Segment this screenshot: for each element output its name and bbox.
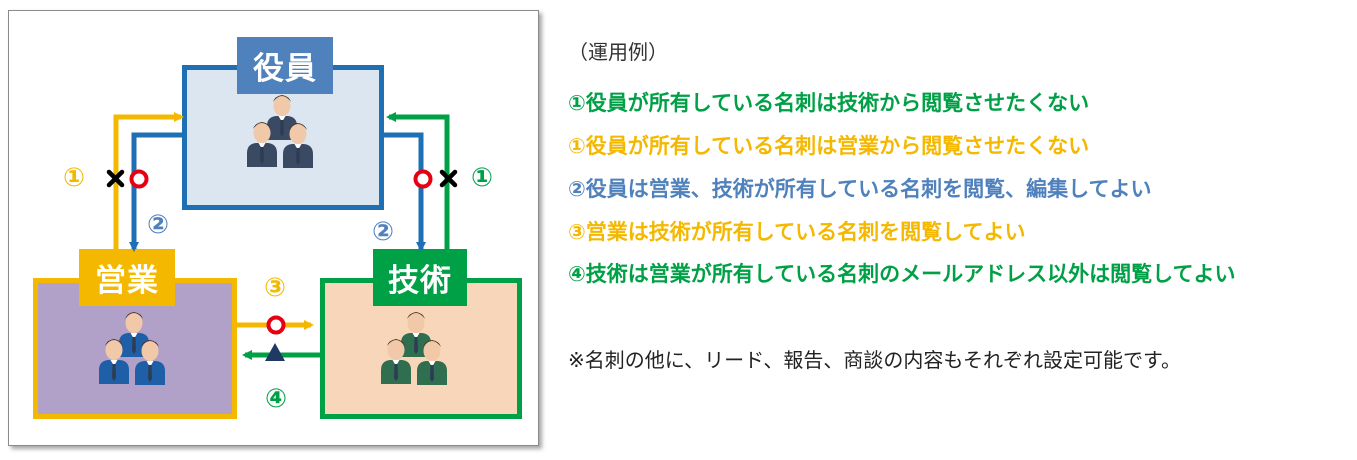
- access-diagram: 役員 営業 技術 ① ② ① ② ③ ④: [8, 10, 539, 446]
- label-one-left: ①: [63, 163, 86, 193]
- panel-note: ※名刺の他に、リード、報告、商談の内容もそれぞれ設定可能です。: [568, 348, 1181, 372]
- label-three: ③: [264, 273, 287, 303]
- rule-item: ①役員が所有している名刺は技術から閲覧させたくない: [568, 91, 1090, 115]
- deny-mark-engineering-to-executives-icon: [439, 169, 458, 188]
- arrow-engineering-to-executives: [386, 112, 450, 257]
- rule-item: ③営業は技術が所有している名刺を閲覧してよい: [568, 220, 1026, 244]
- rule-item: ②役員は営業、技術が所有している名刺を閲覧、編集してよい: [568, 177, 1152, 201]
- rule-item: ①役員が所有している名刺は営業から閲覧させたくない: [568, 134, 1090, 158]
- executives-title-bg: [237, 37, 333, 94]
- label-two-left: ②: [147, 210, 170, 240]
- panel-heading: （運用例）: [568, 40, 668, 64]
- engineering-title-bg: [373, 249, 467, 306]
- allow-mark-executives-to-engineering-icon: [413, 169, 433, 189]
- label-one-right: ①: [471, 163, 494, 193]
- sales-title-bg: [79, 249, 175, 306]
- label-two-right: ②: [372, 217, 395, 247]
- engineering-title: 技術: [388, 263, 452, 299]
- partial-mark-engineering-to-sales-icon: [265, 343, 285, 361]
- diagram-canvas: [33, 37, 522, 419]
- allow-mark-executives-to-sales-icon: [129, 169, 149, 189]
- sales-title: 営業: [95, 263, 159, 299]
- rule-item: ④技術は営業が所有している名刺のメールアドレス以外は閲覧してよい: [568, 262, 1236, 286]
- deny-mark-sales-to-executives-icon: [106, 169, 125, 188]
- allow-mark-sales-to-engineering-icon: [266, 315, 286, 335]
- arrow-executives-to-sales: [129, 132, 182, 252]
- arrow-sales-to-executives: [113, 112, 184, 259]
- label-four: ④: [265, 384, 288, 414]
- executives-title: 役員: [253, 51, 317, 87]
- arrow-executives-to-engineering: [382, 132, 426, 252]
